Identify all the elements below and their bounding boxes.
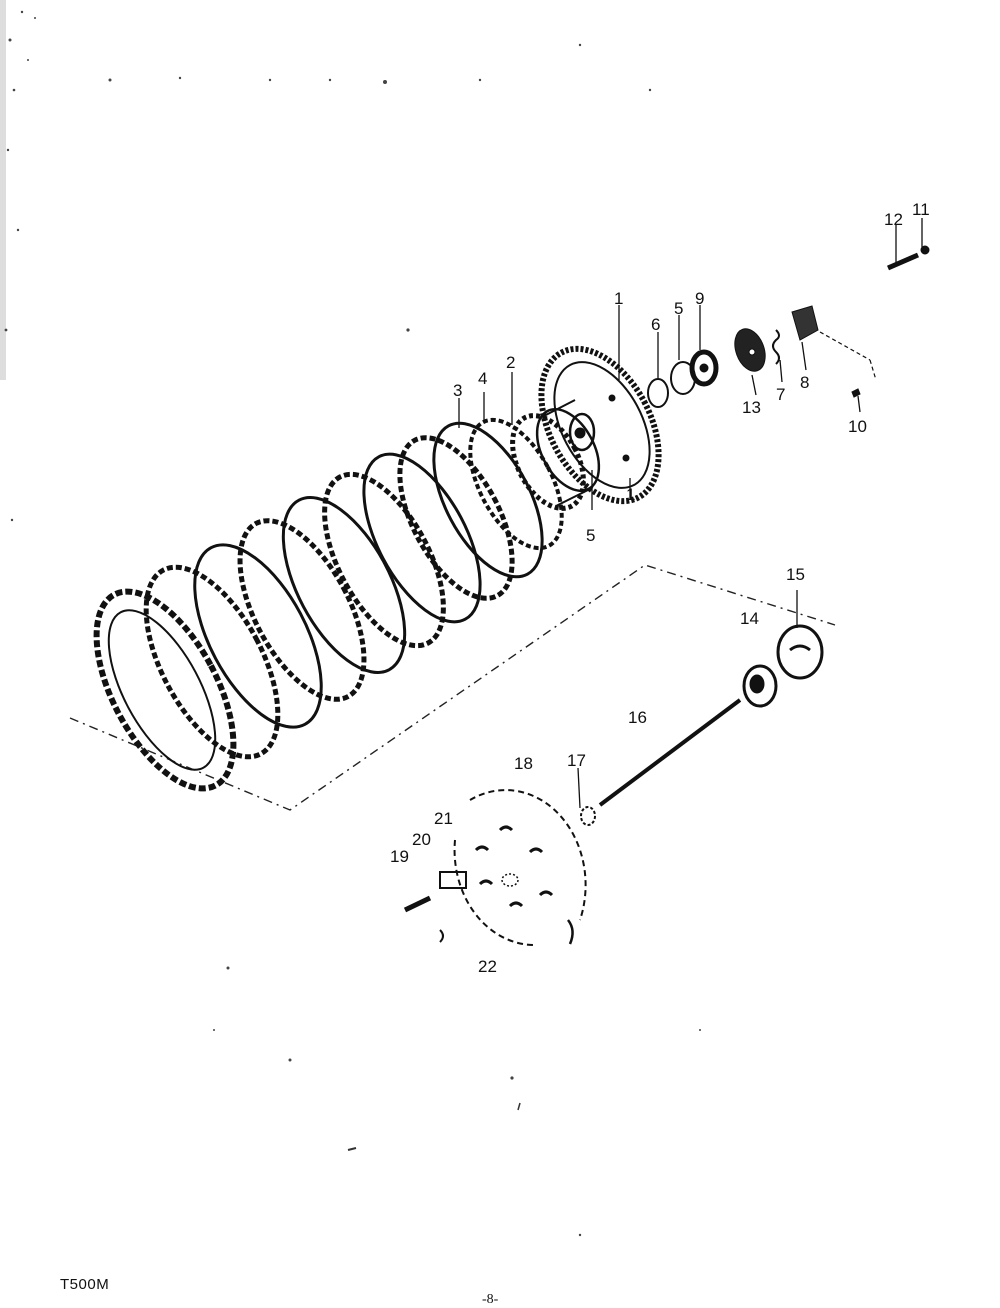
callout-5-lower: 5 <box>586 526 595 545</box>
callout-18: 18 <box>514 754 533 773</box>
callout-20: 20 <box>412 830 431 849</box>
assembly-boundary-line <box>69 564 836 811</box>
callout-19: 19 <box>390 847 409 866</box>
callout-2: 2 <box>506 353 515 372</box>
release-bearing-piece <box>776 624 824 680</box>
page-number: -8- <box>482 1292 499 1307</box>
callout-16: 16 <box>628 708 647 727</box>
scan-noise <box>0 0 701 1237</box>
callout-12: 12 <box>884 210 903 229</box>
bearing <box>689 349 719 387</box>
model-code: T500M <box>60 1276 110 1293</box>
callout-10: 10 <box>848 417 867 436</box>
push-rod-assembly <box>580 624 824 826</box>
leader-lines <box>458 218 923 809</box>
callout-13: 13 <box>742 398 761 417</box>
callout-3: 3 <box>453 381 462 400</box>
friction-plate <box>143 564 281 760</box>
callout-1-lower: 1 <box>626 485 635 504</box>
clutch-disc-cover <box>403 789 587 947</box>
clutch-plate-stack <box>93 417 564 792</box>
callout-4: 4 <box>478 369 487 388</box>
release-plate <box>791 305 819 341</box>
callout-7: 7 <box>776 385 785 404</box>
clutch-sleeve-hub <box>510 399 601 511</box>
pressure-plate <box>93 588 237 792</box>
callout-14: 14 <box>740 609 759 628</box>
callout-6: 6 <box>651 315 660 334</box>
callouts: 1 1 2 3 4 5 5 6 7 8 9 10 11 12 13 14 15 … <box>390 200 930 976</box>
callout-11: 11 <box>912 200 930 219</box>
release-spring <box>772 329 780 365</box>
screw <box>851 388 861 398</box>
callout-8: 8 <box>800 373 809 392</box>
adjuster-nut <box>920 245 930 255</box>
callout-17: 17 <box>567 751 586 770</box>
drive-plate <box>193 543 323 729</box>
callout-21: 21 <box>434 809 453 828</box>
callout-22: 22 <box>478 957 497 976</box>
release-mechanism <box>734 245 930 398</box>
push-rod <box>598 698 742 807</box>
spacer-and-bearing <box>647 349 719 408</box>
primary-driven-gear <box>538 345 662 505</box>
callout-15: 15 <box>786 565 805 584</box>
callout-9: 9 <box>695 289 704 308</box>
callout-5: 5 <box>674 299 683 318</box>
callout-1: 1 <box>614 289 623 308</box>
